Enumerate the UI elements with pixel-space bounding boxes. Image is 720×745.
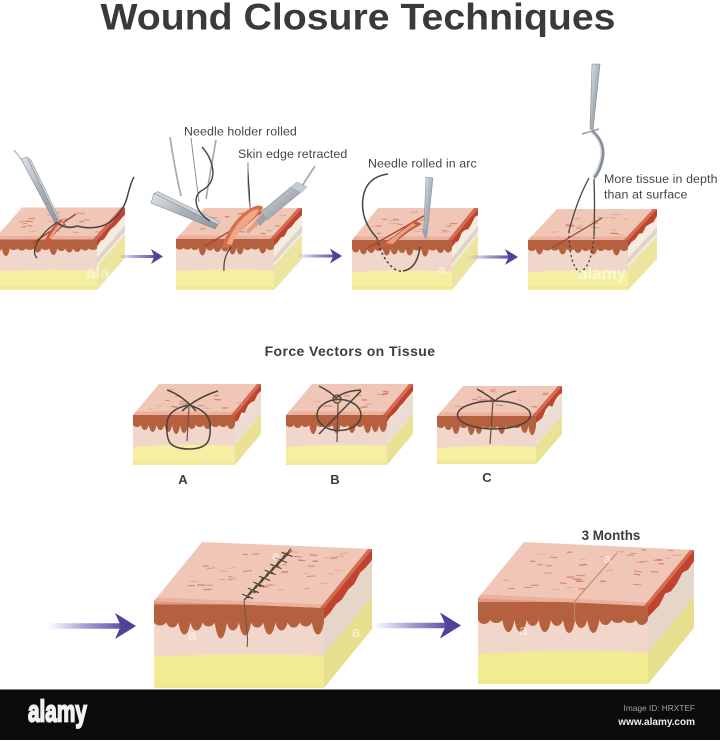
- svg-text:Wound Closure Techniques: Wound Closure Techniques: [101, 0, 616, 38]
- svg-text:a: a: [352, 624, 361, 641]
- svg-text:a: a: [272, 548, 280, 563]
- svg-text:Skin edge retracted: Skin edge retracted: [238, 147, 347, 161]
- svg-text:Needle rolled in arc: Needle rolled in arc: [368, 157, 477, 171]
- svg-text:alamy: alamy: [28, 693, 87, 728]
- svg-text:More tissue in depth: More tissue in depth: [604, 172, 718, 186]
- svg-text:a: a: [604, 551, 612, 566]
- svg-text:www.alamy.com: www.alamy.com: [617, 717, 695, 728]
- svg-text:a: a: [438, 262, 446, 277]
- svg-text:than at surface: than at surface: [604, 188, 687, 202]
- svg-text:Needle holder rolled: Needle holder rolled: [184, 125, 297, 139]
- svg-text:C: C: [482, 470, 492, 485]
- svg-text:Image ID: HRXTEF: Image ID: HRXTEF: [624, 703, 695, 713]
- svg-text:ala: ala: [86, 263, 110, 282]
- svg-text:B: B: [330, 472, 339, 487]
- svg-text:a: a: [188, 627, 197, 644]
- svg-text:Force Vectors on Tissue: Force Vectors on Tissue: [265, 343, 436, 359]
- svg-text:a: a: [519, 622, 528, 639]
- svg-text:alamy: alamy: [578, 264, 627, 283]
- svg-text:A: A: [178, 472, 188, 487]
- svg-text:3 Months: 3 Months: [582, 528, 641, 543]
